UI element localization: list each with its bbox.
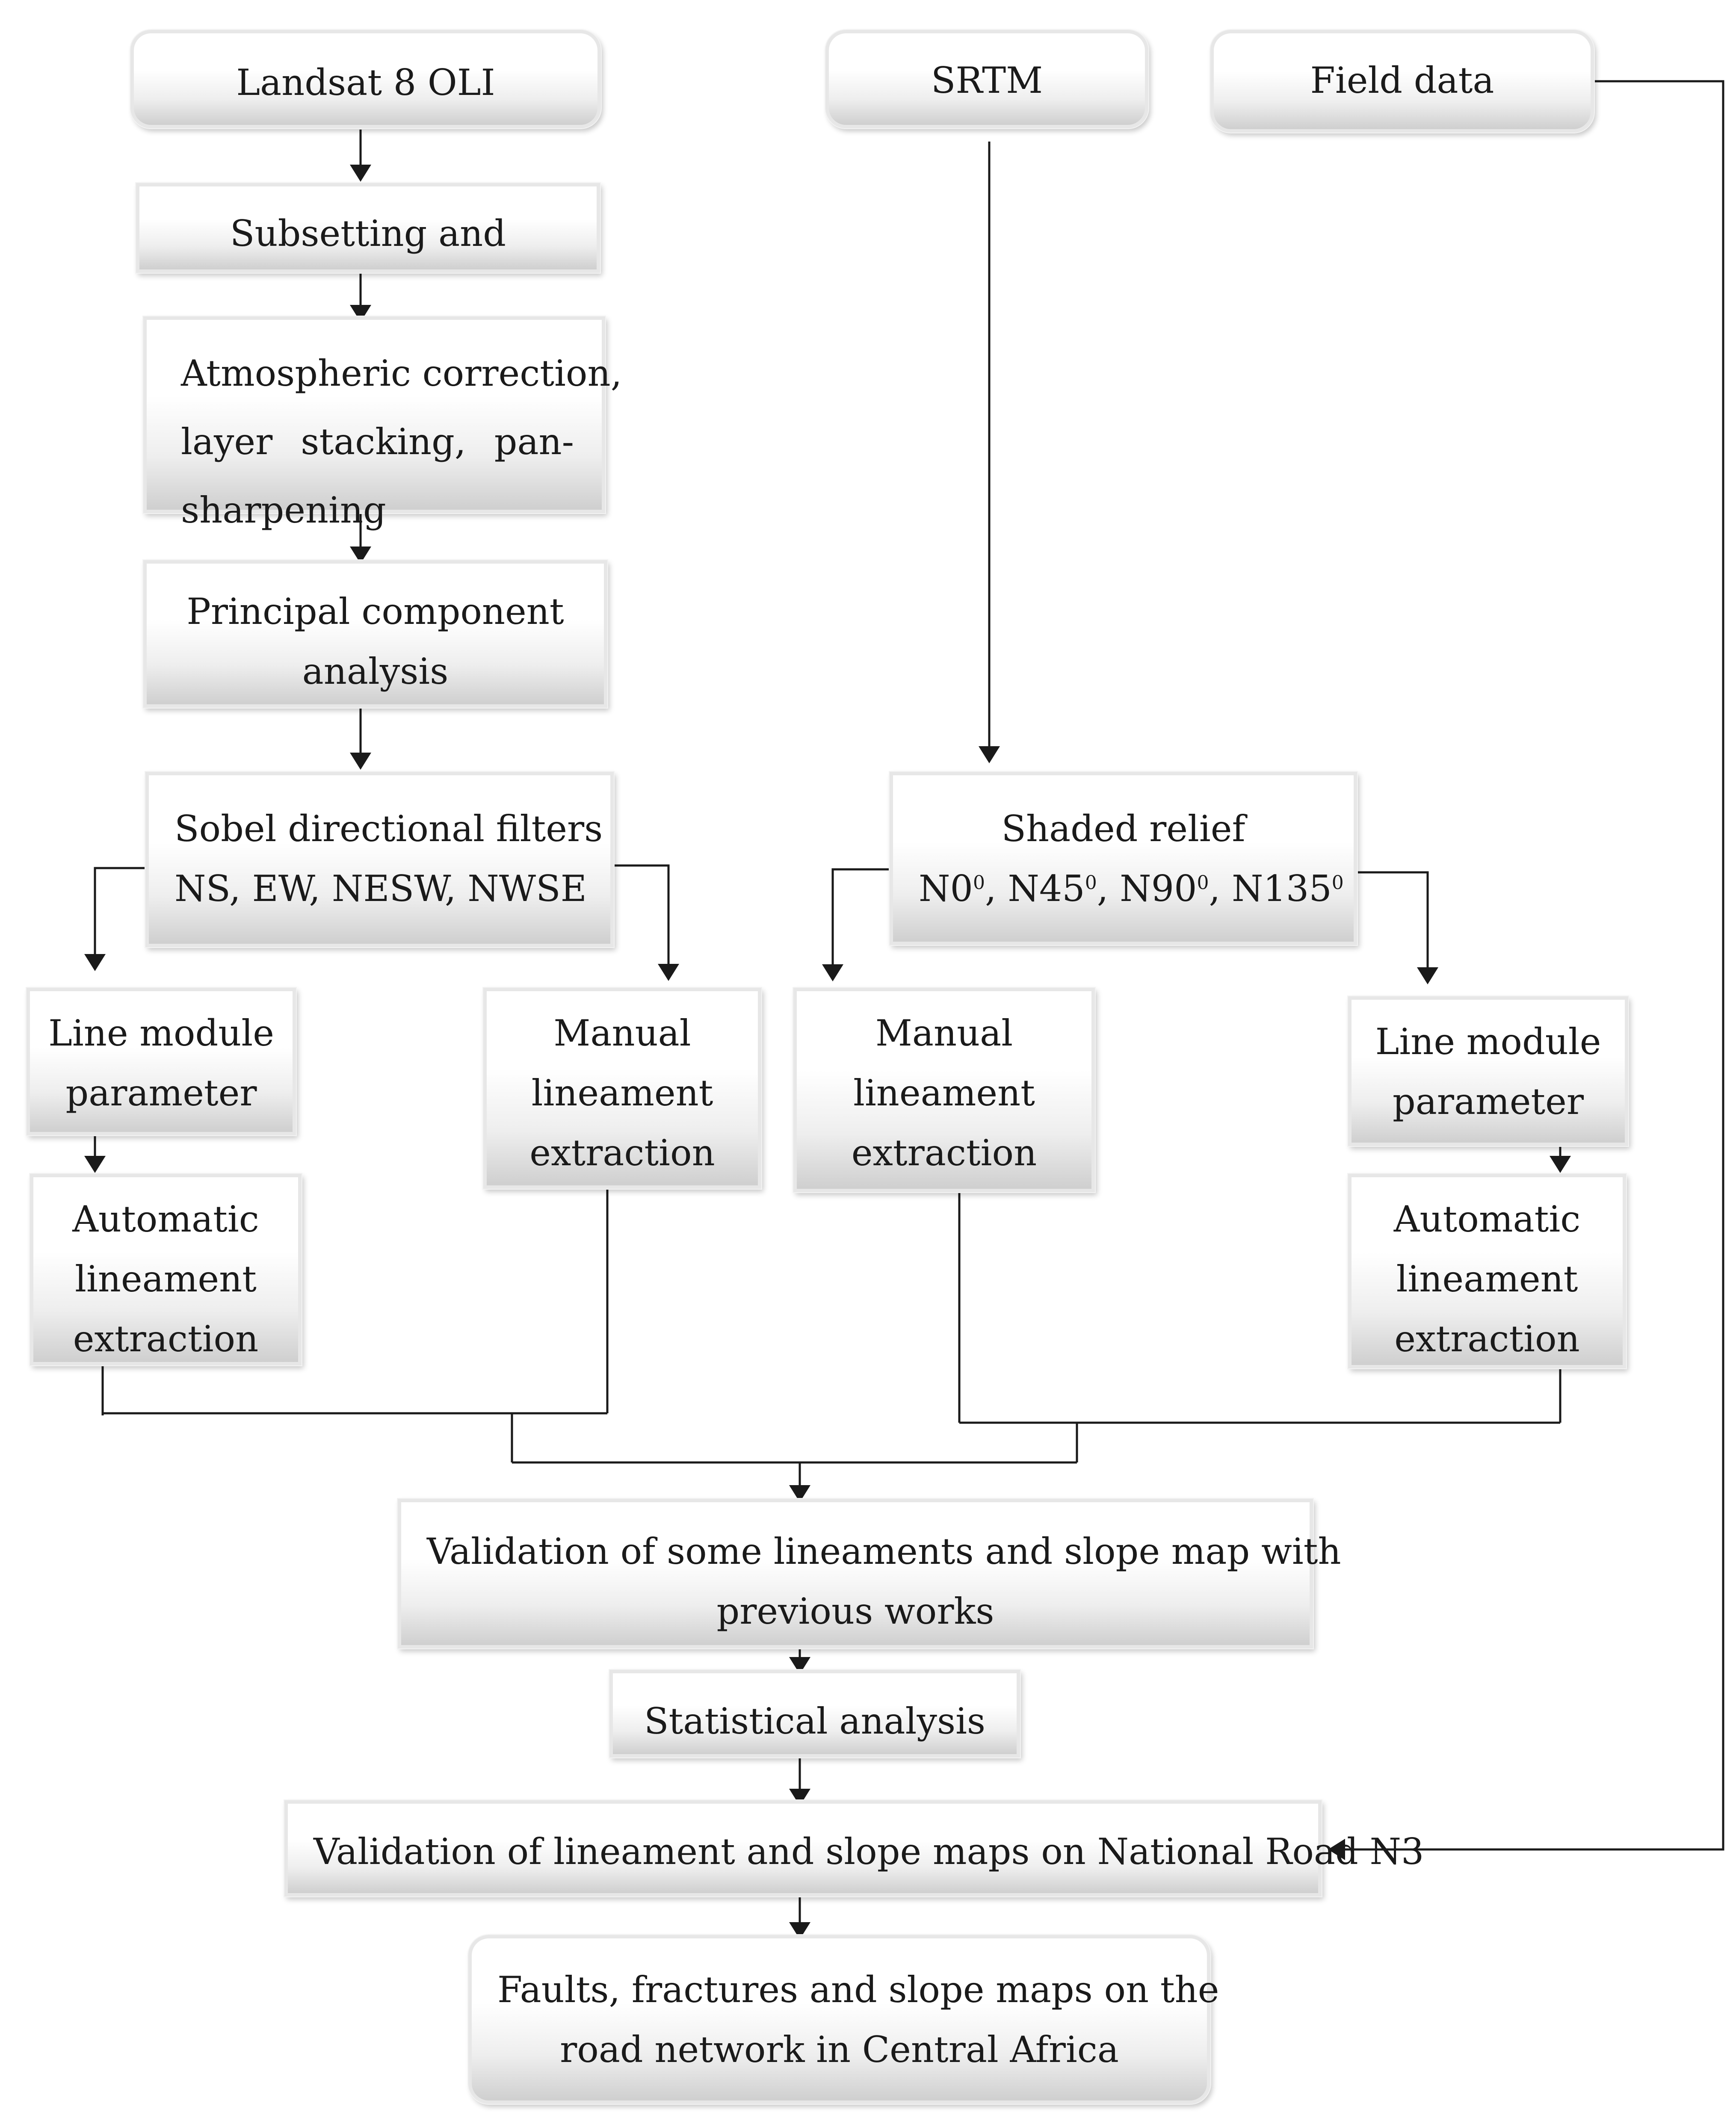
auto-left-line-2: lineament <box>75 1258 257 1300</box>
statistical-analysis-box: Statistical analysis <box>609 1670 1020 1758</box>
pca-box: Principal component analysis <box>143 560 607 708</box>
manual-left-line-2: lineament <box>531 1072 713 1114</box>
direction-n135: N135 <box>1231 868 1332 910</box>
subsetting-label: Subsetting and <box>230 213 506 254</box>
arrowhead-pca <box>350 546 371 564</box>
direction-n0: N0 <box>919 868 973 910</box>
validation-national-road-box: Validation of lineament and slope maps o… <box>284 1800 1424 1896</box>
auto-left-line-1: Automatic <box>72 1198 259 1240</box>
pca-line-1: Principal component <box>186 591 564 632</box>
manual-left-line-1: Manual <box>553 1012 691 1054</box>
arrowhead-subsetting <box>350 165 371 182</box>
arrowhead-line-module-left <box>84 954 106 971</box>
arrowhead-auto-right <box>1550 1156 1571 1173</box>
shaded-relief-box: Shaded relief N00, N450, N900, N1350 <box>890 772 1357 945</box>
arrow-shaded-to-manual-right <box>831 868 892 979</box>
arrowhead-manual-right <box>822 964 843 981</box>
final-line-1: Faults, fractures and slope maps on the <box>497 1969 1219 2011</box>
shaded-relief-directions: N00, N450, N900, N1350 <box>919 868 1344 910</box>
statistical-label: Statistical analysis <box>644 1700 986 1742</box>
line-module-right-line-1: Line module <box>1375 1021 1601 1063</box>
line-module-left-line-1: Line module <box>48 1012 274 1054</box>
atmospheric-line-3: sharpening <box>181 489 386 531</box>
arrowhead-validation-previous <box>789 1485 810 1502</box>
atmospheric-line-2: layer stacking, pan- <box>181 421 574 463</box>
validation-previous-line-1: Validation of some lineaments and slope … <box>427 1530 1341 1572</box>
atmospheric-line-1: Atmospheric correction, <box>181 352 622 394</box>
arrowhead-manual-left <box>658 964 679 981</box>
arrowhead-sobel <box>350 753 371 770</box>
manual-right-line-2: lineament <box>853 1072 1035 1114</box>
manual-left-line-3: extraction <box>529 1132 715 1174</box>
field-data-box: Field data <box>1210 30 1594 133</box>
auto-left-line-3: extraction <box>73 1318 259 1360</box>
landsat-label: Landsat 8 OLI <box>236 62 495 103</box>
arrowhead-auto-left <box>84 1156 106 1173</box>
arrow-sobel-to-line-module-left <box>94 867 145 969</box>
subsetting-box: Subsetting and <box>136 183 600 273</box>
sobel-line-2: NS, EW, NESW, NWSE <box>174 868 587 910</box>
auto-right-line-1: Automatic <box>1393 1198 1581 1240</box>
line-module-right-line-2: parameter <box>1392 1081 1584 1123</box>
sobel-line-1: Sobel directional filters <box>174 808 603 850</box>
srtm-label: SRTM <box>931 59 1043 101</box>
line-module-left-box: Line module parameter <box>27 988 296 1135</box>
field-data-label: Field data <box>1310 59 1494 101</box>
direction-n90: N90 <box>1120 868 1197 910</box>
sobel-filters-box: Sobel directional filters NS, EW, NESW, … <box>145 772 614 947</box>
arrowhead-validation-road <box>789 1789 810 1806</box>
degree-sup: 0 <box>973 872 985 894</box>
final-line-2: road network in Central Africa <box>560 2029 1119 2071</box>
direction-n45: N45 <box>1008 868 1085 910</box>
manual-extraction-right-box: Manual lineament extraction <box>793 988 1095 1192</box>
auto-right-line-2: lineament <box>1396 1258 1578 1300</box>
arrowhead-statistical <box>789 1657 810 1674</box>
line-field-to-validation-road <box>1330 80 1724 1851</box>
automatic-extraction-right-box: Automatic lineament extraction <box>1348 1174 1626 1368</box>
final-output-box: Faults, fractures and slope maps on the … <box>468 1935 1219 2104</box>
arrowhead-shaded <box>979 746 1000 763</box>
degree-sup: 0 <box>1197 872 1209 894</box>
line-module-right-box: Line module parameter <box>1348 996 1628 1146</box>
shaded-relief-title: Shaded relief <box>1001 808 1245 850</box>
arrow-shaded-to-line-module-right <box>1356 871 1429 982</box>
auto-right-line-3: extraction <box>1394 1318 1580 1360</box>
manual-right-line-3: extraction <box>851 1132 1037 1174</box>
degree-sup: 0 <box>1331 872 1344 894</box>
validation-previous-works-box: Validation of some lineaments and slope … <box>398 1499 1341 1648</box>
arrow-sobel-to-manual-left <box>615 864 670 979</box>
arrowhead-atmospheric <box>350 305 371 322</box>
validation-previous-line-2: previous works <box>716 1590 994 1632</box>
validation-road-label: Validation of lineament and slope maps o… <box>313 1831 1424 1873</box>
srtm-box: SRTM <box>825 30 1148 128</box>
manual-extraction-left-box: Manual lineament extraction <box>483 988 761 1189</box>
manual-right-line-1: Manual <box>875 1012 1013 1054</box>
line-module-left-line-2: parameter <box>65 1072 257 1114</box>
landsat-box: Landsat 8 OLI <box>130 30 601 128</box>
atmospheric-correction-box: Atmospheric correction, layer stacking, … <box>143 316 622 531</box>
arrowhead-final <box>789 1922 810 1939</box>
automatic-extraction-left-box: Automatic lineament extraction <box>30 1174 302 1365</box>
pca-line-2: analysis <box>302 650 449 692</box>
degree-sup: 0 <box>1085 872 1097 894</box>
arrowhead-field-to-road <box>1328 1839 1345 1860</box>
arrowhead-line-module-right <box>1417 967 1438 984</box>
